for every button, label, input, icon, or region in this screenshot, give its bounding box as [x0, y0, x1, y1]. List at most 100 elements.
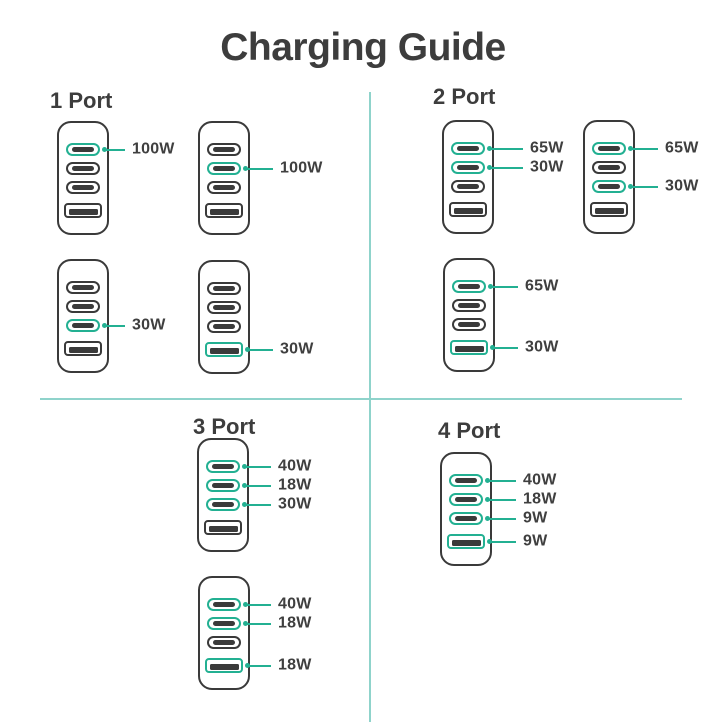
charger-body: [57, 259, 109, 373]
port-pin: [213, 640, 235, 645]
usb-c-port-active: [449, 474, 483, 487]
usb-c-port-active: [592, 180, 626, 193]
usb-c-port: [207, 282, 241, 295]
charger-body: [198, 576, 250, 690]
port-pin: [209, 664, 239, 670]
charger-body: [198, 121, 250, 235]
port-pin: [212, 464, 234, 469]
wattage-label: 65W: [525, 277, 559, 295]
usb-c-port: [451, 180, 485, 193]
usb-c-port: [66, 162, 100, 175]
port-pin: [594, 208, 624, 214]
leader-line: [244, 503, 271, 506]
usb-c-port-active: [451, 142, 485, 155]
port-pin: [451, 540, 481, 546]
usb-a-port-active: [447, 534, 485, 549]
usb-c-port: [207, 320, 241, 333]
port-pin: [72, 185, 94, 190]
port-pin: [213, 166, 235, 171]
usb-c-port: [207, 301, 241, 314]
port-pin: [209, 348, 239, 354]
usb-c-port: [66, 300, 100, 313]
wattage-label: 18W: [523, 490, 557, 508]
charger-body: [583, 120, 635, 234]
leader-line: [487, 517, 516, 520]
usb-a-port: [449, 202, 487, 217]
charger-body: [440, 452, 492, 566]
usb-c-port-active: [449, 512, 483, 525]
usb-a-port-active: [450, 340, 488, 355]
usb-c-port-active: [207, 598, 241, 611]
port-pin: [72, 304, 94, 309]
usb-c-port: [207, 143, 241, 156]
charger-body: [57, 121, 109, 235]
wattage-label: 30W: [278, 495, 312, 513]
usb-c-port: [66, 281, 100, 294]
usb-c-port-active: [207, 162, 241, 175]
wattage-label: 40W: [278, 595, 312, 613]
wattage-label: 30W: [530, 158, 564, 176]
charger-body: [443, 258, 495, 372]
port-pin: [457, 184, 479, 189]
wattage-label: 40W: [278, 457, 312, 475]
section-label-3-port: 3 Port: [193, 414, 256, 439]
leader-line: [489, 147, 523, 150]
usb-c-port: [452, 299, 486, 312]
port-pin: [68, 347, 98, 353]
charger-body: [197, 438, 249, 552]
port-pin: [213, 324, 235, 329]
wattage-label: 65W: [665, 139, 699, 157]
usb-c-port: [452, 318, 486, 331]
wattage-label: 18W: [278, 614, 312, 632]
section-label-4-port: 4 Port: [438, 418, 501, 443]
port-pin: [455, 497, 477, 502]
usb-a-port-active: [205, 658, 243, 673]
leader-line: [492, 346, 518, 349]
leader-line: [630, 185, 658, 188]
port-pin: [598, 184, 620, 189]
leader-line: [245, 622, 271, 625]
usb-c-port: [66, 181, 100, 194]
leader-line: [244, 484, 271, 487]
usb-c-port-active: [207, 617, 241, 630]
port-pin: [458, 303, 480, 308]
usb-c-port-active: [206, 460, 240, 473]
leader-line: [490, 285, 518, 288]
usb-a-port: [64, 203, 102, 218]
charger-body: [198, 260, 250, 374]
port-pin: [213, 185, 235, 190]
leader-line: [247, 348, 273, 351]
port-pin: [458, 284, 480, 289]
usb-c-port-active: [592, 142, 626, 155]
usb-a-port-active: [205, 342, 243, 357]
wattage-label: 40W: [523, 471, 557, 489]
port-pin: [453, 208, 483, 214]
leader-line: [487, 498, 516, 501]
wattage-label: 30W: [280, 340, 314, 358]
section-label-2-port: 2 Port: [433, 84, 496, 109]
leader-line: [489, 540, 516, 543]
port-pin: [72, 166, 94, 171]
usb-c-port: [592, 161, 626, 174]
leader-line: [245, 167, 273, 170]
usb-a-port: [205, 203, 243, 218]
port-pin: [72, 147, 94, 152]
wattage-label: 30W: [132, 316, 166, 334]
port-pin: [454, 346, 484, 352]
usb-c-port: [207, 636, 241, 649]
wattage-label: 18W: [278, 476, 312, 494]
port-pin: [598, 146, 620, 151]
port-pin: [457, 165, 479, 170]
wattage-label: 30W: [525, 338, 559, 356]
port-pin: [212, 483, 234, 488]
wattage-label: 100W: [280, 159, 323, 177]
wattage-label: 9W: [523, 509, 548, 527]
port-pin: [457, 146, 479, 151]
usb-c-port-active: [66, 319, 100, 332]
port-pin: [208, 526, 238, 532]
port-pin: [458, 322, 480, 327]
port-pin: [213, 286, 235, 291]
usb-c-port-active: [206, 498, 240, 511]
